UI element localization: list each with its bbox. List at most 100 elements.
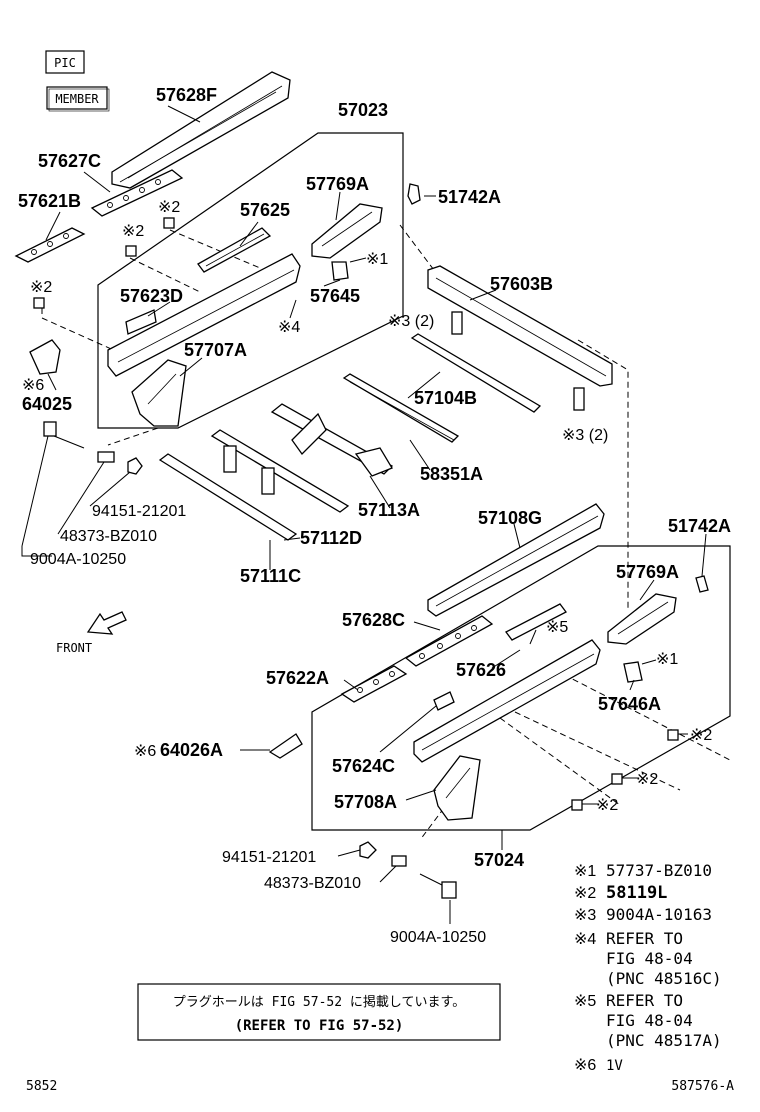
label-57628c[interactable]: 57628C bbox=[342, 610, 405, 630]
label-48373-top[interactable]: 48373-BZ010 bbox=[60, 528, 157, 545]
tag-pic: PIC bbox=[45, 50, 85, 74]
clip-57646a-icon bbox=[623, 661, 643, 683]
mark-2-e: ※2 bbox=[636, 771, 658, 788]
bracket-57708a-shape bbox=[433, 755, 481, 821]
mark-4: ※4 bbox=[278, 319, 300, 336]
label-51742a-top[interactable]: 51742A bbox=[438, 187, 501, 207]
legend-mark: ※5 bbox=[574, 993, 596, 1010]
label-57628f[interactable]: 57628F bbox=[156, 85, 217, 105]
label-9004a-top[interactable]: 9004A-10250 bbox=[30, 551, 126, 568]
label-94151-bottom[interactable]: 94151-21201 bbox=[222, 849, 316, 866]
note-box: プラグホールは FIG 57-52 に掲載しています。 (REFER TO FI… bbox=[137, 983, 501, 1041]
legend-mark: ※2 bbox=[574, 885, 596, 902]
rod-57104b-shape bbox=[410, 333, 542, 413]
legend-text: (PNC 48516C) bbox=[606, 969, 722, 988]
label-57627c[interactable]: 57627C bbox=[38, 151, 101, 171]
label-51742a-right[interactable]: 51742A bbox=[668, 516, 731, 536]
nut-94151-top-icon bbox=[127, 457, 143, 475]
label-57623d[interactable]: 57623D bbox=[120, 286, 183, 306]
label-57104b[interactable]: 57104B bbox=[414, 388, 477, 408]
label-58351a[interactable]: 58351A bbox=[420, 464, 483, 484]
label-57625[interactable]: 57625 bbox=[240, 200, 290, 220]
tag-member-label: MEMBER bbox=[55, 92, 99, 106]
label-57621b[interactable]: 57621B bbox=[18, 191, 81, 211]
label-57769a-top[interactable]: 57769A bbox=[306, 174, 369, 194]
label-57708a[interactable]: 57708A bbox=[334, 792, 397, 812]
note-line-2: (REFER TO FIG 57-52) bbox=[235, 1018, 404, 1034]
label-57024[interactable]: 57024 bbox=[474, 850, 524, 870]
legend-text: 57737-BZ010 bbox=[606, 861, 712, 880]
mark-2-c: ※2 bbox=[30, 279, 52, 296]
legend-mark: ※3 bbox=[574, 907, 596, 924]
label-57626[interactable]: 57626 bbox=[456, 660, 506, 680]
mark-2-b: ※2 bbox=[122, 223, 144, 240]
front-label: FRONT bbox=[56, 641, 92, 655]
collar-48373-bottom-icon bbox=[391, 855, 407, 867]
label-57112d[interactable]: 57112D bbox=[300, 528, 362, 548]
part-57625-shape bbox=[197, 227, 272, 273]
label-57113a[interactable]: 57113A bbox=[358, 500, 420, 520]
clip-icon bbox=[163, 217, 175, 229]
label-57769a-right[interactable]: 57769A bbox=[616, 562, 679, 582]
part-57628c-shape bbox=[404, 615, 494, 667]
part-57622a-shape bbox=[340, 665, 408, 703]
label-57646a[interactable]: 57646A bbox=[598, 694, 661, 714]
assembly-57024-outline bbox=[311, 545, 731, 831]
crossmember-57112d-shape bbox=[210, 429, 350, 513]
label-57023[interactable]: 57023 bbox=[338, 100, 388, 120]
crossmember-57111c-shape bbox=[158, 453, 298, 541]
label-94151-top[interactable]: 94151-21201 bbox=[92, 503, 186, 520]
label-57108g[interactable]: 57108G bbox=[478, 508, 542, 528]
part-57621b-shape bbox=[14, 227, 86, 263]
footer-figure-code: 587576-A bbox=[671, 1079, 734, 1094]
label-64026a[interactable]: 64026A bbox=[160, 740, 223, 760]
legend-text: (PNC 48517A) bbox=[606, 1031, 722, 1050]
clip-51742a-right-icon bbox=[695, 575, 709, 593]
mark-3-top: ※3 (2) bbox=[388, 313, 434, 330]
leader-lines bbox=[21, 105, 707, 924]
clip-icon bbox=[33, 297, 45, 309]
part-57626-shape bbox=[505, 603, 567, 641]
label-57624c[interactable]: 57624C bbox=[332, 756, 395, 776]
clip-icon bbox=[571, 799, 583, 811]
mark-6-left: ※6 bbox=[22, 377, 44, 394]
legend-text: 58119L bbox=[606, 883, 667, 903]
bracket-64026a-icon bbox=[268, 733, 303, 759]
label-9004a-bottom[interactable]: 9004A-10250 bbox=[390, 929, 486, 946]
mark-2-a: ※2 bbox=[158, 199, 180, 216]
label-57603b[interactable]: 57603B bbox=[490, 274, 553, 294]
label-57645[interactable]: 57645 bbox=[310, 286, 360, 306]
nut-94151-bottom-icon bbox=[359, 841, 377, 859]
part-57628f-shape bbox=[111, 71, 291, 189]
label-57707a[interactable]: 57707A bbox=[184, 340, 247, 360]
legend-text: 9004A-10163 bbox=[606, 905, 712, 924]
part-57624c-icon bbox=[433, 691, 455, 711]
mark-3-bottom: ※3 (2) bbox=[562, 427, 608, 444]
label-48373-bottom[interactable]: 48373-BZ010 bbox=[264, 875, 361, 892]
clip-57645-icon bbox=[331, 261, 349, 281]
label-64025[interactable]: 64025 bbox=[22, 394, 72, 414]
crossmember-57113a-shape bbox=[270, 403, 394, 477]
mark-1-right: ※1 bbox=[656, 651, 678, 668]
assembly-57023-outline bbox=[97, 132, 404, 429]
bolt-icon bbox=[573, 387, 585, 411]
mark-2-d: ※2 bbox=[690, 727, 712, 744]
mark-1-top: ※1 bbox=[366, 251, 388, 268]
front-arrow-icon bbox=[86, 611, 127, 635]
legend-mark: ※1 bbox=[574, 863, 596, 880]
mark-5: ※5 bbox=[546, 619, 568, 636]
label-57622a[interactable]: 57622A bbox=[266, 668, 329, 688]
side-rail-right-outer-shape bbox=[427, 503, 605, 617]
clip-51742a-top-icon bbox=[407, 183, 421, 205]
part-57769a-right-shape bbox=[607, 593, 677, 645]
clip-icon bbox=[125, 245, 137, 257]
mark-6-mid: ※6 bbox=[134, 743, 156, 760]
crossmember-57603b-shape bbox=[427, 265, 613, 387]
mark-2-f: ※2 bbox=[596, 797, 618, 814]
legend-text: REFER TO bbox=[606, 929, 683, 948]
label-57111c[interactable]: 57111C bbox=[240, 566, 301, 586]
side-rail-right-shape bbox=[413, 639, 601, 763]
bracket-64025-icon bbox=[29, 339, 61, 375]
clip-icon bbox=[667, 729, 679, 741]
